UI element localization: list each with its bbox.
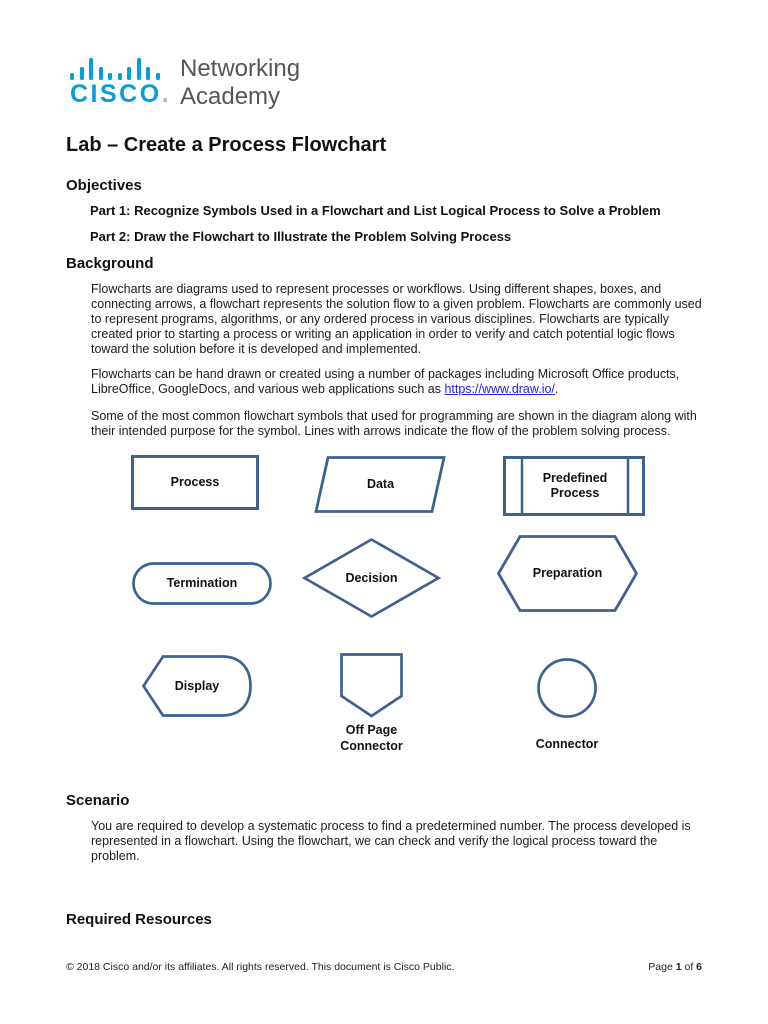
circle-shape-icon <box>537 658 597 718</box>
background-paragraph-2: Flowcharts can be hand drawn or created … <box>91 367 703 397</box>
cisco-wordmark: CISCO. <box>70 80 169 109</box>
diamond-shape-icon <box>301 537 442 619</box>
display-shape-icon <box>141 655 252 717</box>
off-page-connector-label: Off Page Connector <box>340 723 403 753</box>
footer-page-number: 1 <box>675 961 682 973</box>
display-label: Display <box>174 678 220 693</box>
off-page-connector-icon <box>340 653 403 718</box>
footer-page-indicator: Page 1 of 6 <box>648 961 702 973</box>
background-paragraph-3: Some of the most common flowchart symbol… <box>91 409 697 438</box>
networking-academy-label: Networking Academy <box>180 55 300 111</box>
background-paragraph-1: Flowcharts are diagrams used to represen… <box>91 282 702 356</box>
paragraph-2-period: . <box>554 381 559 396</box>
objectives-heading: Objectives <box>66 177 142 194</box>
objective-part-2: Part 2: Draw the Flowchart to Illustrate… <box>90 229 512 244</box>
background-heading: Background <box>66 255 154 272</box>
display-shape: Display <box>141 655 252 717</box>
data-label: Data <box>366 477 395 491</box>
paragraph-2-text: Flowcharts can be hand drawn or created … <box>91 367 680 396</box>
connector-label: Connector <box>535 737 599 751</box>
decision-shape: Decision <box>301 537 442 619</box>
scenario-heading: Scenario <box>66 792 130 809</box>
data-shape: Data <box>314 456 446 513</box>
cisco-trademark-dot: . <box>161 80 169 108</box>
logo-line-networking: Networking <box>180 55 301 82</box>
page-title: Lab – Create a Process Flowchart <box>66 134 387 156</box>
required-resources-heading: Required Resources <box>66 911 212 928</box>
off-page-connector-shape <box>340 653 403 718</box>
process-label: Process <box>170 475 220 489</box>
logo-line-academy: Academy <box>180 83 281 110</box>
termination-shape: Termination <box>132 562 272 605</box>
decision-label: Decision <box>345 570 398 585</box>
predefined-rectangle-icon <box>503 456 645 516</box>
rectangle-shape-icon <box>131 455 259 510</box>
cisco-wordmark-text: CISCO <box>70 80 162 108</box>
stadium-shape-icon <box>132 562 272 605</box>
parallelogram-shape-icon <box>314 456 446 513</box>
termination-label: Termination <box>166 576 238 590</box>
process-shape: Process <box>131 455 259 510</box>
cisco-logo-icon <box>70 58 160 80</box>
footer-of-word: of <box>681 961 697 973</box>
drawio-link[interactable]: https://www.draw.io/ <box>444 381 555 396</box>
footer-page-total: 6 <box>696 961 702 973</box>
hexagon-shape-icon <box>496 535 639 612</box>
predefined-process-label: Predefined Process <box>542 471 608 500</box>
preparation-shape: Preparation <box>496 535 639 612</box>
preparation-label: Preparation <box>532 566 603 580</box>
predefined-process-shape: Predefined Process <box>503 456 645 516</box>
footer-page-word: Page <box>648 961 676 973</box>
connector-shape <box>537 658 597 718</box>
page-footer: © 2018 Cisco and/or its affiliates. All … <box>66 961 702 973</box>
scenario-paragraph: You are required to develop a systematic… <box>91 819 691 863</box>
footer-copyright: © 2018 Cisco and/or its affiliates. All … <box>66 961 455 973</box>
objective-part-1: Part 1: Recognize Symbols Used in a Flow… <box>90 203 661 218</box>
flowchart-symbols-diagram: Process Data Predefined Process Terminat… <box>0 448 768 768</box>
